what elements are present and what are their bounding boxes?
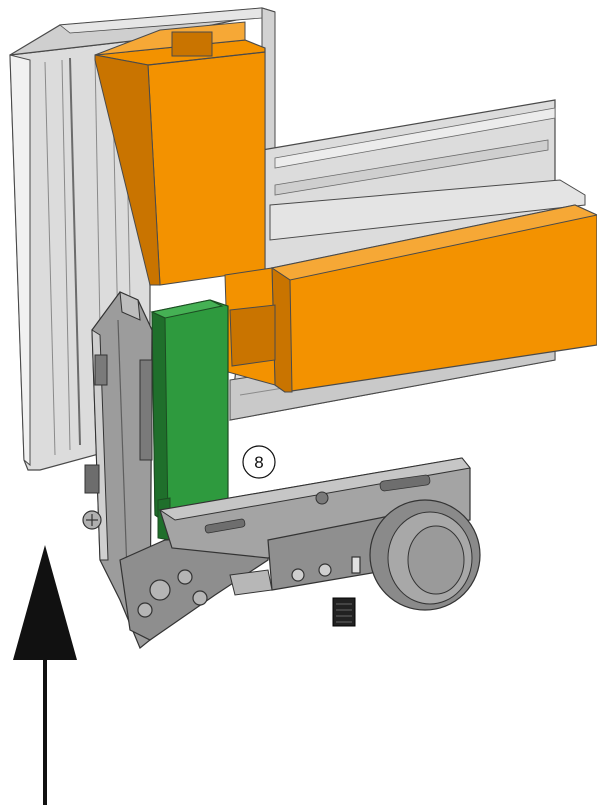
callout-circle: [242, 445, 276, 479]
vertical-orange-profile: [94, 21, 266, 286]
callout-8: 8: [242, 445, 276, 479]
roller-carriage: [158, 457, 481, 627]
corner-hinge-hardware: [82, 291, 271, 649]
arrow-up-icon: [13, 545, 77, 805]
vertical-aluminium-profile: [9, 7, 276, 471]
callout-label: 8: [254, 453, 263, 472]
green-corner-block: [150, 299, 229, 541]
horizontal-orange-profile: [224, 204, 597, 393]
